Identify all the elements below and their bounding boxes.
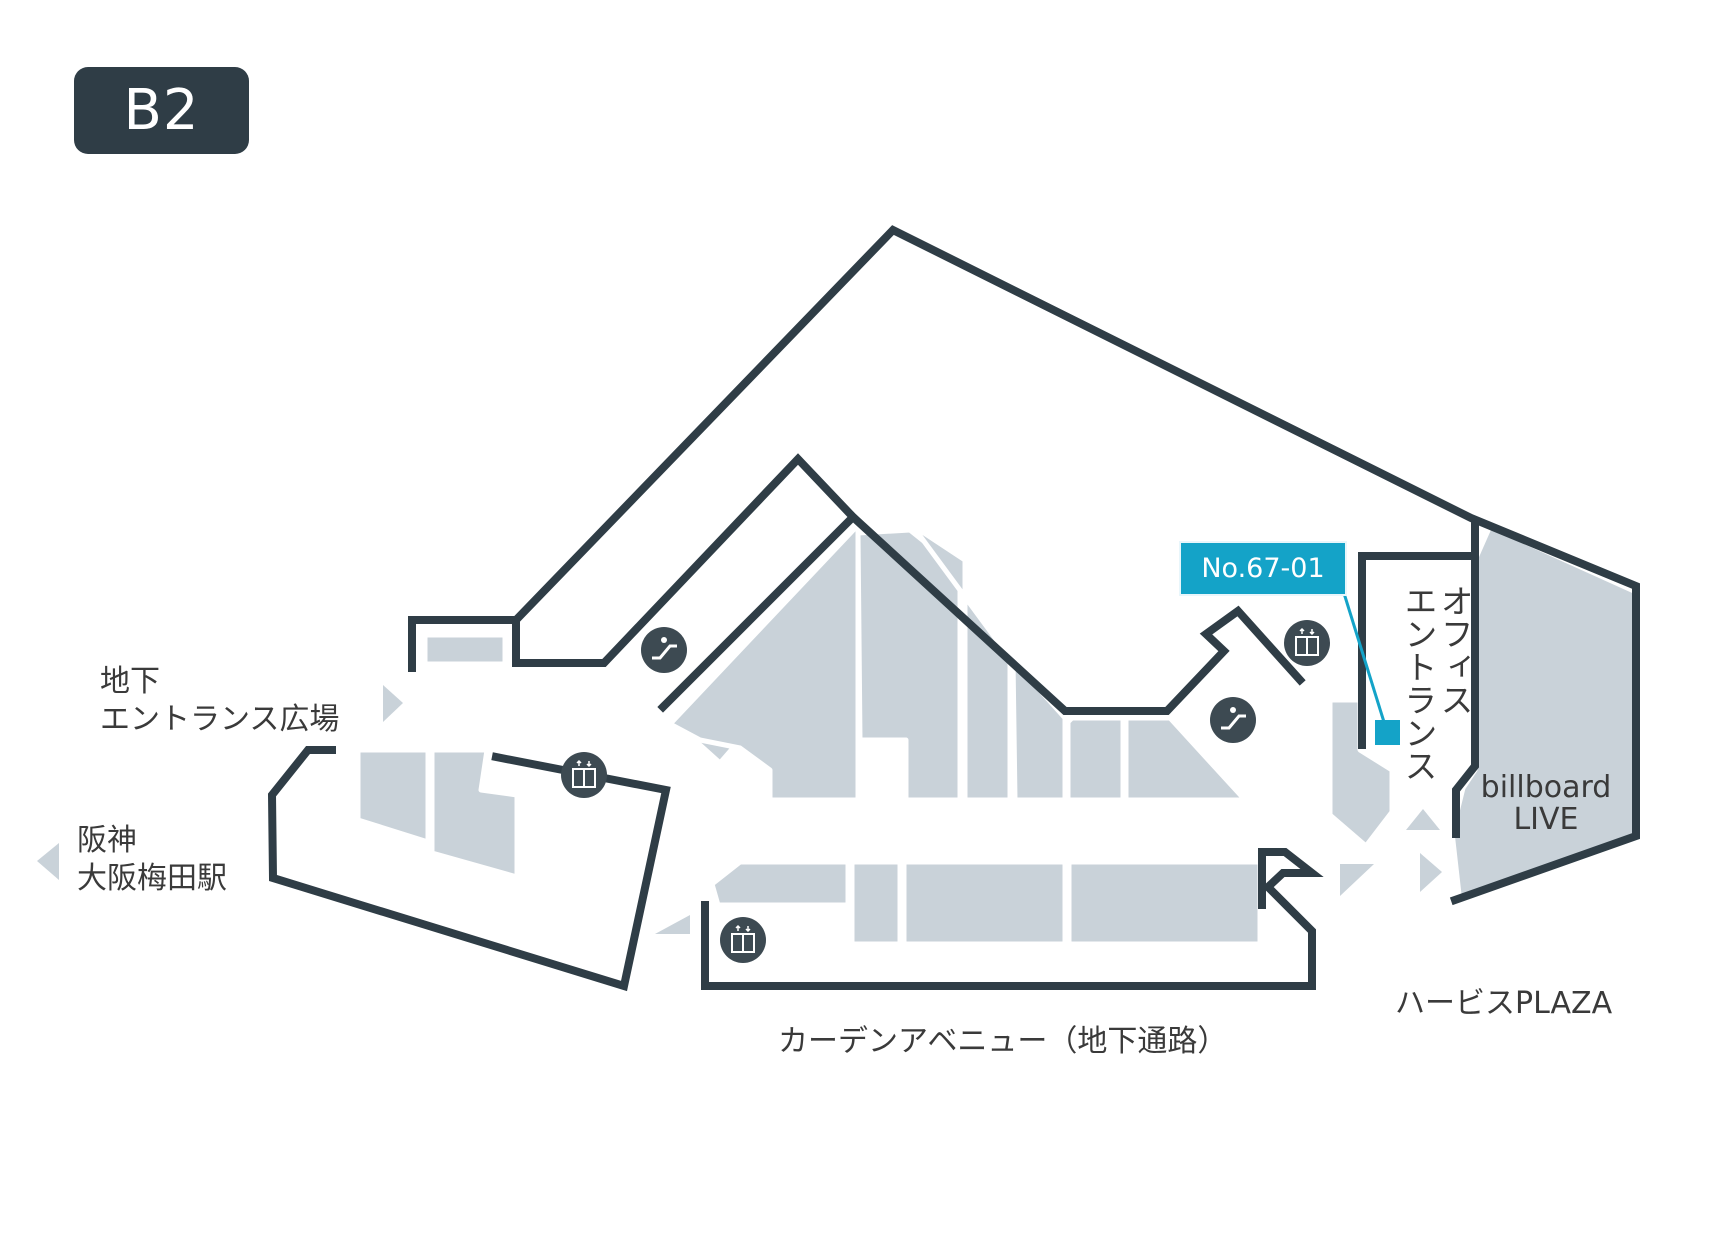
- label-garden-avenue: カーデンアベニュー（地下通路）: [778, 1024, 1228, 1059]
- label-line: エントランス広場: [100, 702, 340, 737]
- shop-south-3: [901, 859, 1068, 947]
- shop-south-4: [1066, 859, 1263, 947]
- label-line: 阪神: [77, 823, 137, 858]
- label-line: 大阪梅田駅: [77, 861, 227, 896]
- direction-arrows: [37, 685, 1442, 934]
- arrow-southeast-1: [1340, 864, 1374, 896]
- wall-arcade-diagonal: [657, 511, 859, 713]
- wall-south-building: [701, 848, 1324, 990]
- unit-number-tag[interactable]: No.67-01: [1179, 541, 1347, 596]
- arrow-southeast-2: [1420, 853, 1442, 892]
- unit-marker: [1375, 720, 1400, 745]
- label-herbis-plaza: ハービスPLAZA: [1395, 986, 1613, 1021]
- arrow-north-office: [1406, 809, 1440, 830]
- label-office-entrance: オフィス エントランス: [1399, 584, 1474, 782]
- label-line: オフィス: [1435, 584, 1474, 716]
- wall-billboard-west: [1452, 552, 1479, 838]
- shop-arcade-7: [1065, 715, 1126, 803]
- wall-inner-north: [512, 453, 1306, 715]
- elevator-icon: [561, 752, 607, 798]
- escalator-icon: [641, 627, 687, 673]
- arrow-south-west: [655, 915, 690, 934]
- unit-leader-line: [1341, 589, 1386, 723]
- arrow-west-hanshin: [37, 843, 59, 880]
- label-billboard-live: billboard LIVE: [1470, 772, 1622, 836]
- label-line: 地下: [100, 664, 160, 699]
- shop-arcade-5: [909, 522, 1013, 803]
- wall-north-shell: [408, 225, 1640, 906]
- shop-small-north: [422, 632, 508, 667]
- label-hanshin-station: 阪神 大阪梅田駅: [77, 822, 227, 898]
- arrow-east-plaza: [383, 685, 403, 722]
- label-line: billboard: [1480, 770, 1612, 805]
- shop-arcade-8: [1123, 715, 1248, 803]
- shop-west-1: [355, 747, 431, 845]
- shop-arcade-main: [667, 522, 861, 803]
- shop-west-2: [429, 747, 520, 880]
- wall-west-building: [267, 746, 671, 992]
- floor-badge: B2: [74, 67, 249, 154]
- label-line: エントランス: [1399, 584, 1438, 782]
- shop-south-1: [709, 859, 851, 908]
- shop-arcade-6: [1010, 657, 1068, 803]
- shop-areas: [355, 522, 1639, 947]
- elevator-icon: [1284, 620, 1330, 666]
- shop-south-2: [849, 859, 903, 947]
- escalator-icon: [1210, 697, 1256, 743]
- walls: [267, 225, 1640, 992]
- label-underground-entrance-plaza: 地下 エントランス広場: [100, 663, 339, 739]
- elevator-icon: [720, 917, 766, 963]
- label-line: LIVE: [1513, 802, 1579, 837]
